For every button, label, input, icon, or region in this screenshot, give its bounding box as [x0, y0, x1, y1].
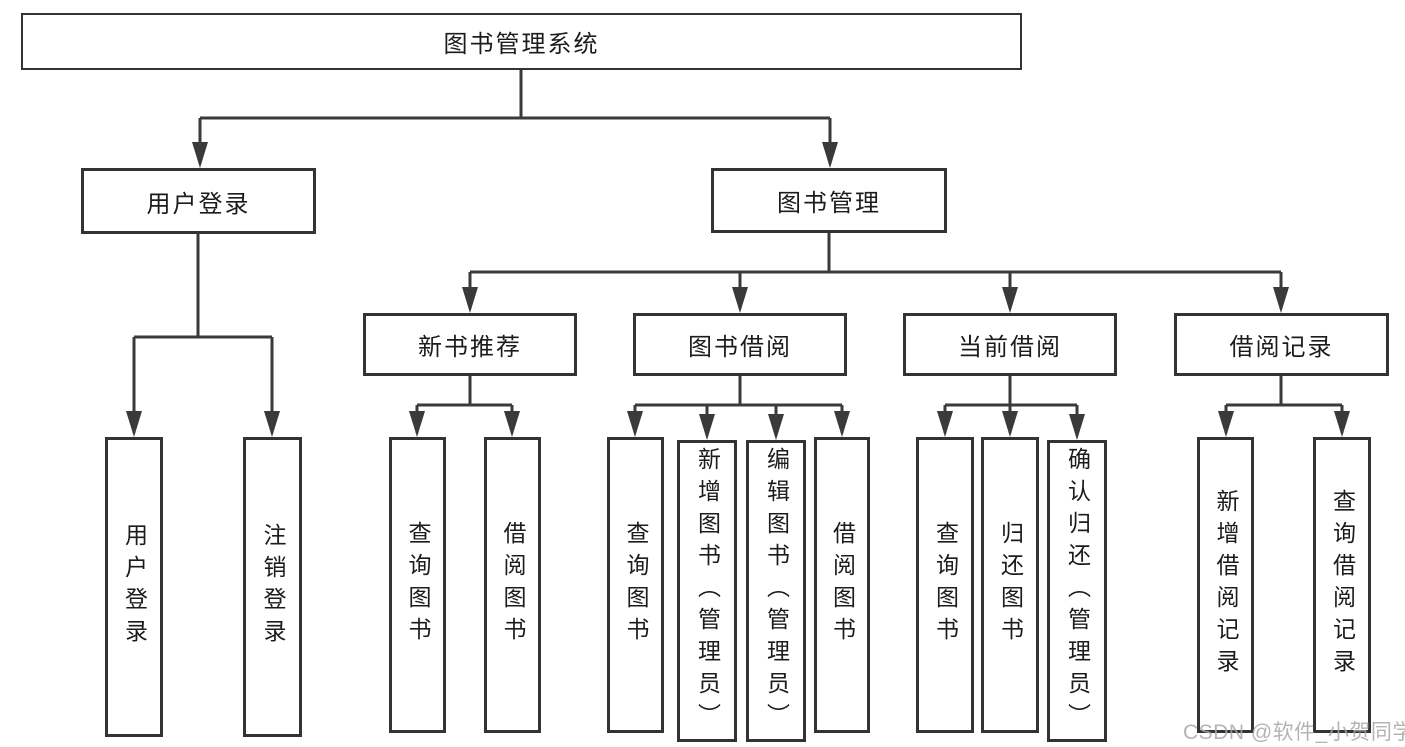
node-label: 注销登录 — [260, 523, 286, 651]
leaf-edit-books-admin: 编辑图书（管理员） — [746, 440, 806, 742]
csdn-watermark: CSDN @软件_小贺同学 — [1183, 721, 1405, 744]
node-label: 查询借阅记录 — [1329, 489, 1356, 681]
leaf-add-books-admin: 新增图书（管理员） — [677, 440, 737, 742]
node-label: 查询图书 — [932, 521, 959, 649]
node-new-book-recommend: 新书推荐 — [363, 313, 577, 376]
node-label: 用户登录 — [121, 523, 148, 651]
node-label: 借阅记录 — [1229, 334, 1334, 361]
leaf-query-borrow-record: 查询借阅记录 — [1313, 437, 1371, 733]
node-label: 归还图书 — [997, 521, 1024, 649]
node-label: 新增借阅记录 — [1213, 489, 1239, 681]
leaf-borrow-books: 借阅图书 — [484, 437, 541, 733]
node-label: 新书推荐 — [418, 334, 522, 361]
arrowheads — [126, 142, 1350, 440]
node-label: 确认归还（管理员） — [1064, 447, 1091, 735]
node-label: 编辑图书（管理员） — [763, 447, 790, 735]
node-label: 新增图书（管理员） — [694, 447, 721, 735]
node-book-management: 图书管理 — [711, 168, 947, 233]
leaf-borrow-books: 借阅图书 — [814, 437, 870, 733]
leaf-return-books: 归还图书 — [981, 437, 1039, 733]
node-label: 借阅图书 — [829, 521, 856, 649]
node-label: 图书管理 — [777, 190, 881, 217]
node-borrowing-records: 借阅记录 — [1174, 313, 1389, 376]
node-label: 图书借阅 — [688, 334, 792, 361]
leaf-query-books: 查询图书 — [916, 437, 974, 733]
leaf-confirm-return-admin: 确认归还（管理员） — [1047, 440, 1107, 742]
leaf-query-books: 查询图书 — [607, 437, 664, 733]
node-label: 查询图书 — [623, 521, 649, 649]
leaf-add-borrow-record: 新增借阅记录 — [1197, 437, 1254, 733]
node-label: 图书管理系统 — [443, 31, 600, 58]
node-current-borrowing: 当前借阅 — [903, 313, 1117, 376]
node-label: 借阅图书 — [500, 521, 526, 649]
node-library-management-system: 图书管理系统 — [21, 13, 1022, 70]
node-label: 当前借阅 — [958, 334, 1062, 361]
leaf-logout: 注销登录 — [243, 437, 302, 737]
node-user-login: 用户登录 — [81, 168, 316, 234]
leaf-query-books: 查询图书 — [389, 437, 446, 733]
node-book-borrowing: 图书借阅 — [633, 313, 847, 376]
leaf-user-login: 用户登录 — [105, 437, 163, 737]
node-label: 用户登录 — [146, 190, 251, 218]
node-label: 查询图书 — [405, 521, 431, 649]
